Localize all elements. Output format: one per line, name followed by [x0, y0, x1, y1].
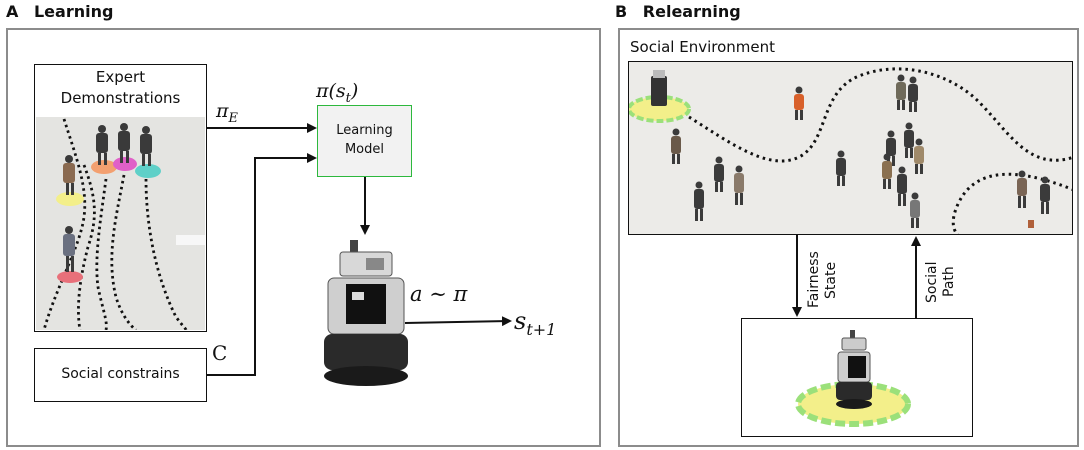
- next-state-symbol: s: [514, 307, 527, 335]
- pi-e-label: πE: [216, 100, 238, 126]
- learning-model-label: Learning Model: [336, 123, 393, 157]
- next-state-subscript: t+1: [526, 319, 557, 339]
- panel-b-title: Relearning: [642, 2, 741, 21]
- c-label: C: [212, 341, 228, 365]
- learning-model-box: [317, 105, 412, 177]
- expert-demonstrations-photo: [36, 117, 205, 330]
- social-path-label: Social Path: [924, 261, 957, 303]
- policy-subscript: t: [345, 90, 351, 106]
- policy-label: π(st): [316, 80, 358, 106]
- arrow-constraints-to-model: [207, 153, 317, 376]
- policy-close: ): [350, 80, 359, 102]
- fairness-state-label: Fairness State: [806, 251, 839, 309]
- environment-drawing: [629, 62, 1072, 234]
- pi-e-subscript: E: [228, 110, 239, 126]
- social-constrains-box: [34, 348, 207, 402]
- panel-b-letter: B: [615, 2, 628, 21]
- panel-b-tag: B Relearning: [615, 2, 741, 21]
- social-constrains-label: Social constrains: [61, 366, 180, 382]
- panel-b-frame: [618, 28, 1079, 447]
- expert-demonstrations-label: Expert Demonstrations: [60, 68, 181, 107]
- panel-a-tag: A Learning: [6, 2, 113, 21]
- social-environment-photo: [628, 61, 1073, 235]
- expert-photo-drawing: [36, 117, 205, 330]
- action-label: a ∼ π: [410, 282, 468, 306]
- next-state-label: st+1: [514, 307, 556, 339]
- panel-a-letter: A: [6, 2, 19, 21]
- panel-a-title: Learning: [33, 2, 114, 21]
- pi-e-symbol: π: [216, 100, 229, 122]
- social-environment-label: Social Environment: [630, 38, 776, 56]
- arrow-robot-to-next-state: [404, 316, 512, 327]
- panel-a-frame: [6, 28, 601, 447]
- policy-text: π(s: [316, 80, 346, 102]
